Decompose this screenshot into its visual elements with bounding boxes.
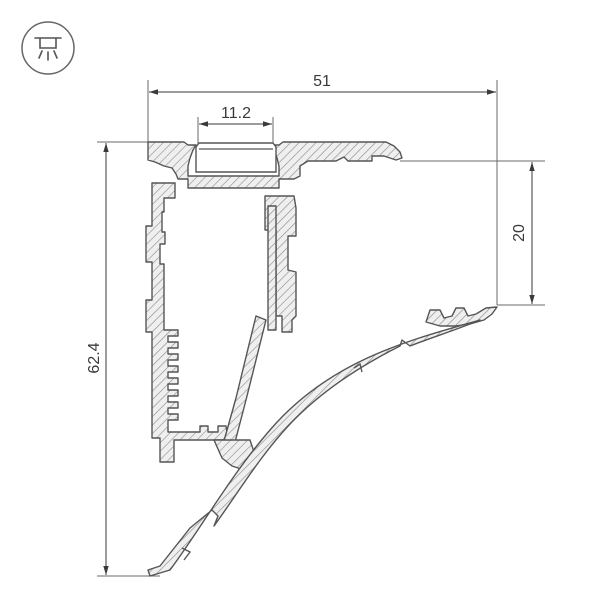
overall-height-label: 62.4: [86, 342, 103, 373]
step-height-label: 20: [511, 224, 528, 242]
profile-section: [145, 141, 498, 577]
dimension-lines: [103, 89, 535, 575]
channel-width-label: 11.2: [221, 105, 251, 122]
overall-width-label: 51: [313, 73, 331, 90]
extension-lines: [97, 80, 545, 577]
left-body: [145, 182, 229, 463]
top-flange: [147, 141, 403, 189]
curved-flange: [425, 306, 498, 327]
ceiling-light-icon: [21, 21, 75, 75]
diagonal-strut: [221, 315, 267, 449]
